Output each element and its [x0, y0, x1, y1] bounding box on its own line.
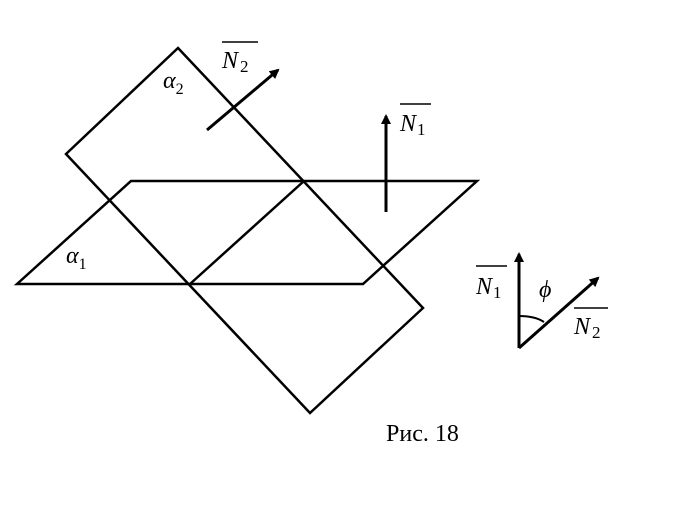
detail-normal-2-arrow: [518, 276, 600, 350]
normal-2-arrow: [206, 68, 280, 132]
angle-phi-label: ϕ: [539, 277, 551, 303]
normal-1-label: N1: [399, 111, 426, 139]
plane-alpha-1-label: α1: [66, 243, 87, 273]
plane-alpha-1: [13, 179, 481, 286]
angle-arc: [518, 315, 545, 323]
detail-normal-1-label: N1: [475, 274, 502, 302]
plane-alpha-2-label: α2: [163, 68, 184, 98]
intersection-line: [189, 180, 305, 285]
plane-alpha-2: [64, 46, 425, 415]
figure-caption: Рис. 18: [386, 421, 459, 447]
